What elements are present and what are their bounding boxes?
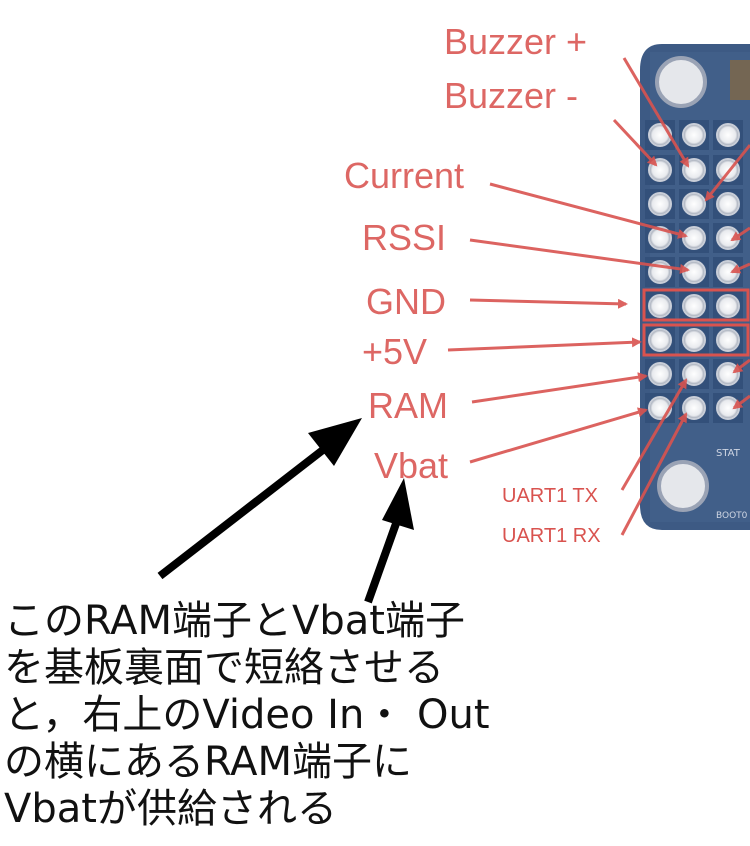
pin-hole: [649, 295, 671, 317]
pin-header-grid: [645, 120, 743, 423]
pin-hole: [717, 124, 739, 146]
pin-hole: [683, 227, 705, 249]
label-uart1-tx: UART1 TX: [502, 486, 598, 506]
label-current: Current: [344, 158, 464, 194]
label-buzzer-minus: Buzzer -: [444, 78, 578, 114]
label-gnd: GND: [366, 284, 446, 320]
explanation-note: このRAM端子とVbat端子 を基板裏面で短絡させる と，右上のVideo In…: [4, 598, 564, 833]
mounting-hole-bottom: [659, 462, 707, 510]
label-ram: RAM: [368, 388, 448, 424]
gnd-pointer: [470, 300, 626, 304]
mounting-hole-top: [657, 58, 705, 106]
pin-hole: [649, 363, 671, 385]
label-plus5v: +5V: [362, 334, 427, 370]
plus5v-pointer: [448, 342, 640, 350]
pin-hole: [683, 193, 705, 215]
pin-hole: [683, 295, 705, 317]
pin-hole: [683, 329, 705, 351]
note-line: Vbatが供給される: [4, 786, 564, 833]
label-vbat: Vbat: [374, 448, 448, 484]
pin-hole: [649, 193, 671, 215]
label-buzzer-plus: Buzzer +: [444, 24, 587, 60]
label-uart1-rx: UART1 RX: [502, 526, 601, 546]
note-line: このRAM端子とVbat端子: [4, 598, 564, 645]
pin-hole: [683, 261, 705, 283]
ram-pointer: [472, 376, 646, 402]
arrow-to-ram-shaft: [160, 446, 328, 576]
note-line: と，右上のVideo In・ Out: [4, 692, 564, 739]
note-line: を基板裏面で短絡させる: [4, 645, 564, 692]
pin-hole: [717, 329, 739, 351]
svg-text:STAT: STAT: [716, 448, 741, 459]
vbat-pointer: [470, 410, 646, 462]
label-rssi: RSSI: [362, 220, 446, 256]
pin-hole: [717, 193, 739, 215]
pin-hole: [649, 397, 671, 419]
pin-hole: [717, 261, 739, 283]
pin-hole: [717, 363, 739, 385]
pin-hole: [683, 124, 705, 146]
pin-hole: [649, 329, 671, 351]
arrow-to-vbat-shaft: [368, 518, 398, 602]
note-line: の横にあるRAM端子に: [4, 739, 564, 786]
pin-hole: [649, 124, 671, 146]
svg-text:BOOT0: BOOT0: [716, 511, 748, 521]
pin-hole: [717, 295, 739, 317]
